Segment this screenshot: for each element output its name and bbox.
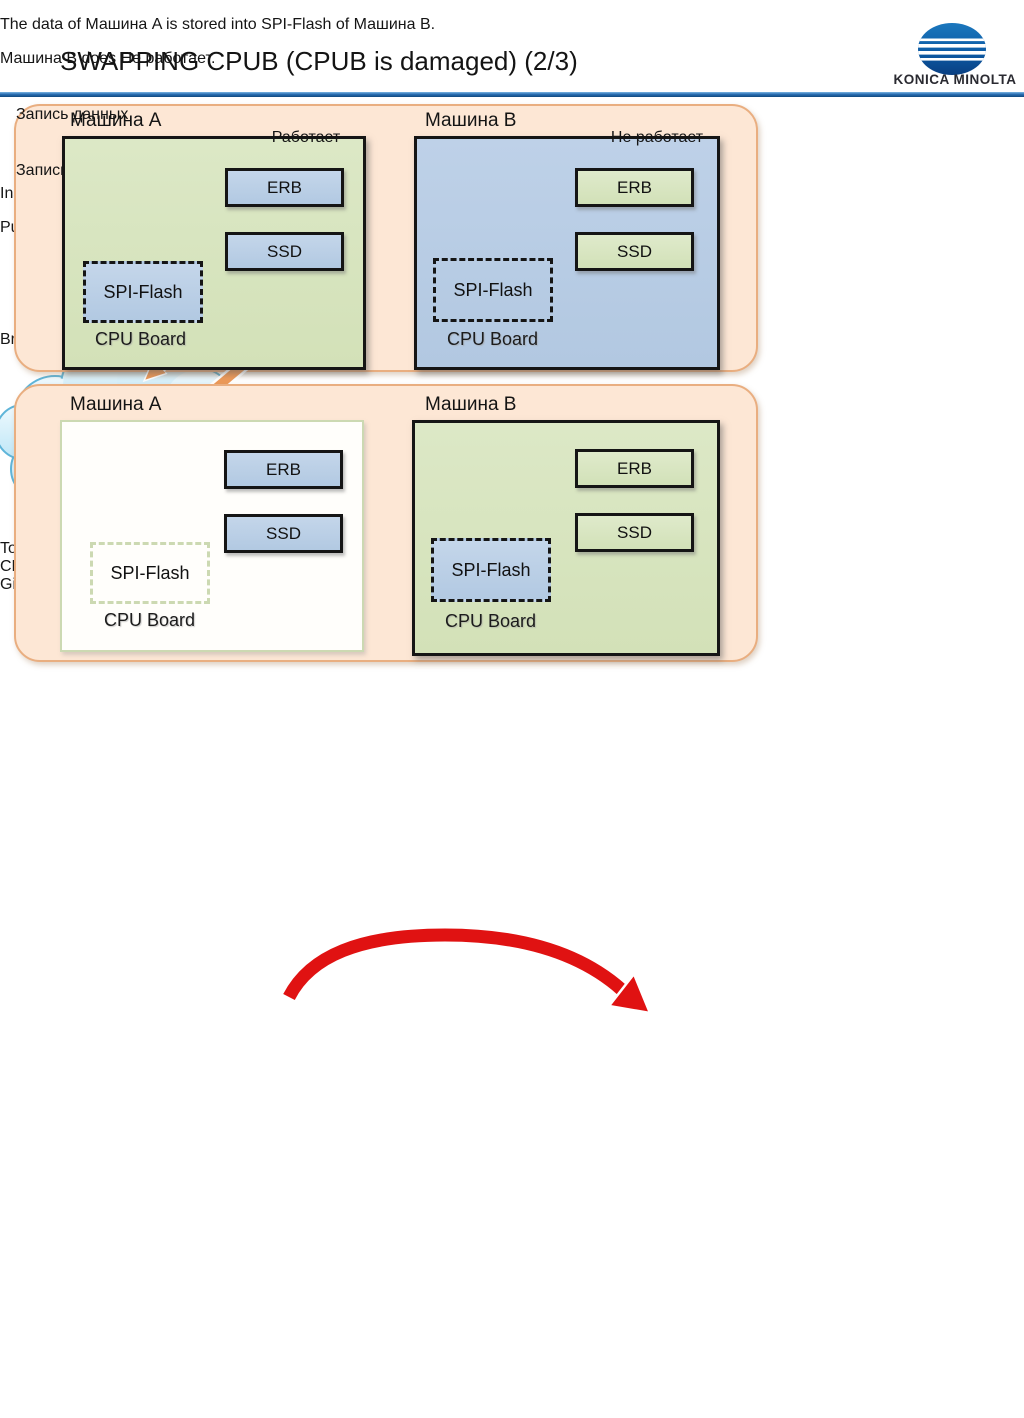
bottom-a-erb-box: ERB bbox=[224, 450, 343, 489]
note-top-line-2: Машина B does Не работает. bbox=[0, 50, 216, 67]
logo-globe-icon bbox=[918, 23, 986, 75]
bottom-a-spi-flash-box: SPI-Flash bbox=[90, 542, 210, 604]
bottom-a-board-label: CPU Board bbox=[104, 610, 196, 630]
bottom-b-spi-flash-box: SPI-Flash bbox=[431, 538, 551, 602]
top-a-ssd-box: SSD bbox=[225, 232, 344, 271]
note-top-line-1: The data of Машина A is stored into SPI-… bbox=[0, 16, 436, 33]
bottom-machine-a-name: Машина A bbox=[70, 394, 162, 415]
konica-minolta-logo bbox=[877, 18, 1024, 83]
status-callout-not-working: Не работает bbox=[610, 128, 704, 146]
top-a-spi-flash-box: SPI-Flash bbox=[83, 261, 203, 323]
bottom-machine-a-cpu-board: ERB SSD SPI-Flash CPU Board bbox=[60, 420, 364, 652]
install-arrow-icon bbox=[0, 1308, 1024, 1418]
top-b-ssd-box: SSD bbox=[575, 232, 694, 271]
top-a-board-label: CPU Board bbox=[95, 329, 187, 349]
top-machine-b-name: Машина B bbox=[425, 110, 517, 131]
bottom-row-panel: Машина A ERB SSD SPI-Flash CPU Board Маш… bbox=[14, 384, 758, 662]
page-title: SWAPPING CPUB (CPUB is damaged) (2/3) bbox=[60, 46, 578, 76]
top-a-erb-box: ERB bbox=[225, 168, 344, 207]
top-b-board-label: CPU Board bbox=[447, 329, 539, 349]
title-divider bbox=[0, 92, 1024, 97]
top-row-panel: Машина A ERB SSD SPI-Flash CPU Board Зап… bbox=[14, 104, 758, 372]
bottom-b-board-label: CPU Board bbox=[445, 611, 537, 631]
bottom-machine-b-name: Машина B bbox=[425, 394, 517, 415]
bottom-b-ssd-box: SSD bbox=[575, 513, 694, 552]
top-machine-a-cpu-board: ERB SSD SPI-Flash CPU Board bbox=[62, 136, 366, 370]
top-b-spi-flash-box: SPI-Flash bbox=[433, 258, 553, 322]
swap-arrow-icon bbox=[280, 925, 653, 1015]
status-callout-working: Работает bbox=[271, 128, 341, 146]
top-machine-b-cpu-board: ERB SSD SPI-Flash CPU Board bbox=[414, 136, 720, 370]
top-b-erb-box: ERB bbox=[575, 168, 694, 207]
top-machine-a-name: Машина A bbox=[70, 110, 162, 131]
bottom-machine-b-cpu-board: ERB SSD SPI-Flash CPU Board bbox=[412, 420, 720, 656]
write-data-callout-1: Запись данных bbox=[16, 106, 129, 123]
note-top: The data of Машина A is stored into SPI-… bbox=[0, 16, 1024, 169]
bottom-b-erb-box: ERB bbox=[575, 449, 694, 488]
bottom-a-ssd-box: SSD bbox=[224, 514, 343, 553]
logo-wordmark: KONICA MINOLTA bbox=[893, 72, 1017, 87]
